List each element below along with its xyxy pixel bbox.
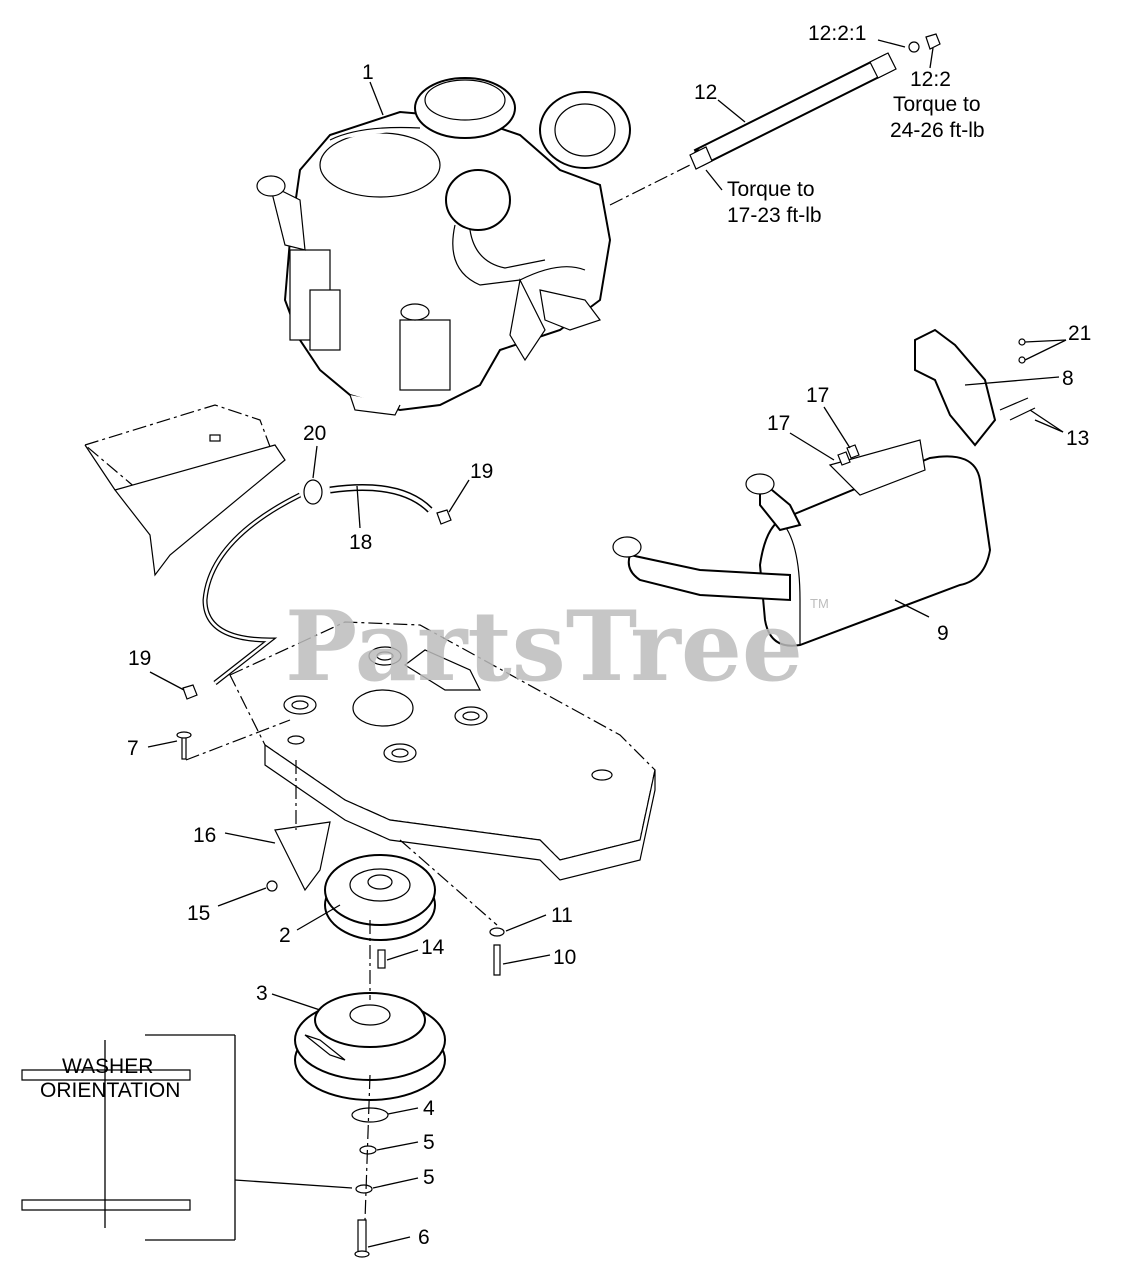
callout-16: 16 [193, 824, 216, 847]
nut-part-17b [846, 444, 860, 459]
callout-18: 18 [349, 531, 372, 554]
callout-19-lower: 19 [128, 647, 151, 670]
centerline-fasteners [364, 1074, 371, 1221]
nut-part-12-2 [925, 33, 941, 50]
pto-shaft-part-12 [689, 52, 897, 170]
watermark-trademark: TM [810, 596, 829, 611]
rivet-part-7 [181, 736, 187, 760]
callout-10: 10 [553, 946, 576, 969]
callout-12-2: 12:2 [910, 68, 951, 91]
centerline-rivet [185, 719, 291, 761]
key-part-14 [377, 949, 386, 969]
callout-3: 3 [256, 982, 268, 1005]
engine-part-1 [256, 77, 631, 416]
hose-clamp-part-19a [436, 509, 452, 525]
nut-part-17a [837, 451, 851, 466]
washer-part-15 [266, 880, 278, 892]
callout-8: 8 [1062, 367, 1074, 390]
clutch-part-3 [294, 992, 446, 1101]
callout-19-upper: 19 [470, 460, 493, 483]
watermark-text: PartsTree [285, 590, 803, 703]
bolt-part-6 [357, 1219, 367, 1253]
clamp-part-20 [303, 479, 323, 505]
callout-6: 6 [418, 1226, 430, 1249]
bolt-part-13b [999, 397, 1029, 411]
callout-12: 12 [694, 81, 717, 104]
callout-2: 2 [279, 924, 291, 947]
callout-20: 20 [303, 422, 326, 445]
centerline-bolt-10 [399, 839, 498, 926]
callout-21: 21 [1068, 322, 1091, 345]
washer-part-12-2-1 [908, 41, 920, 53]
torque-note-top-line2: 24-26 ft-lb [890, 119, 985, 142]
leader-lines [147, 39, 1067, 1248]
hose-clamp-part-19b [182, 684, 198, 700]
engine-shaft-centerline [609, 164, 691, 206]
washer-part-11 [489, 927, 505, 937]
bolt-part-10 [493, 944, 501, 976]
callout-13: 13 [1066, 427, 1089, 450]
callout-15: 15 [187, 902, 210, 925]
callout-1: 1 [362, 61, 374, 84]
washer-part-4 [351, 1107, 389, 1123]
callout-17-lower: 17 [767, 412, 790, 435]
bolt-part-13a [1009, 407, 1036, 421]
pulley-part-2 [324, 854, 436, 941]
callout-4: 4 [423, 1097, 435, 1120]
washer-title-line1: WASHER [62, 1055, 153, 1078]
muffler-bracket-part-8 [914, 328, 1026, 447]
washer-title-line2: ORIENTATION [40, 1079, 180, 1102]
callout-5-upper: 5 [423, 1131, 435, 1154]
callout-9: 9 [937, 622, 949, 645]
callout-5-lower: 5 [423, 1166, 435, 1189]
callout-7: 7 [127, 737, 139, 760]
muffler-part-9 [612, 439, 992, 647]
washer-part-5b [355, 1184, 373, 1194]
torque-note-top-line1: Torque to [893, 93, 981, 116]
bracket-part-16 [274, 821, 331, 892]
callout-14: 14 [421, 936, 445, 959]
torque-note-mid-line1: Torque to [727, 178, 815, 201]
torque-note-mid-line2: 17-23 ft-lb [727, 204, 822, 227]
engine-mount-plate [229, 621, 656, 881]
callout-17-upper: 17 [806, 384, 829, 407]
washer-orientation-detail [21, 1034, 353, 1241]
callout-11: 11 [551, 904, 573, 927]
heat-shield-bracket [83, 404, 286, 577]
callout-12-2-1: 12:2:1 [808, 22, 866, 45]
